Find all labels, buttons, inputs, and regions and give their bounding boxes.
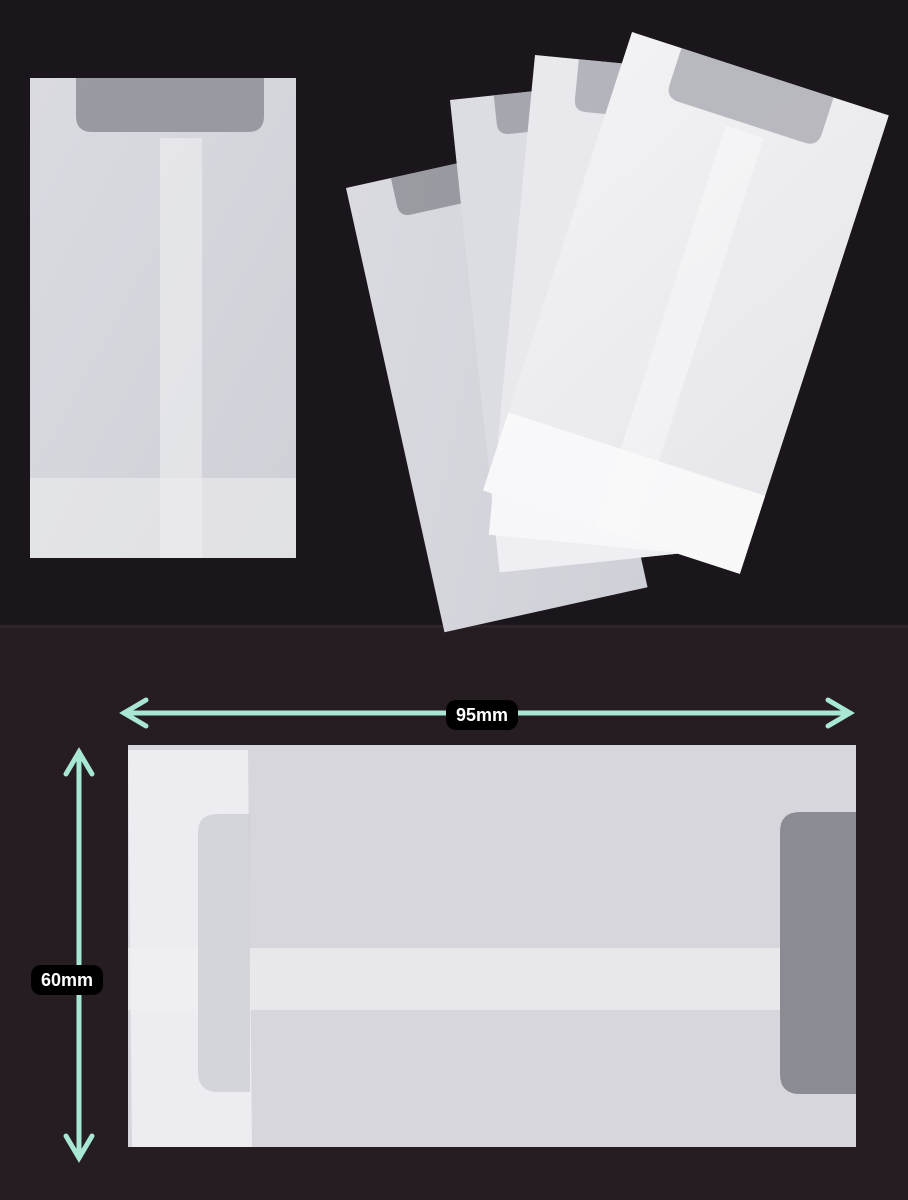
stack-envelope-4 xyxy=(483,32,889,574)
envelope-flap-window xyxy=(76,78,264,132)
height-dimension-label: 60mm xyxy=(31,965,104,995)
measured-envelope xyxy=(128,745,856,1147)
single-envelope xyxy=(30,78,296,558)
width-dimension-label: 95mm xyxy=(446,700,519,730)
height-arrow-icon xyxy=(63,747,95,1163)
envelope-flap-window xyxy=(780,812,856,1094)
envelope-bottom-fold xyxy=(30,478,296,558)
envelope-stack xyxy=(346,32,889,633)
